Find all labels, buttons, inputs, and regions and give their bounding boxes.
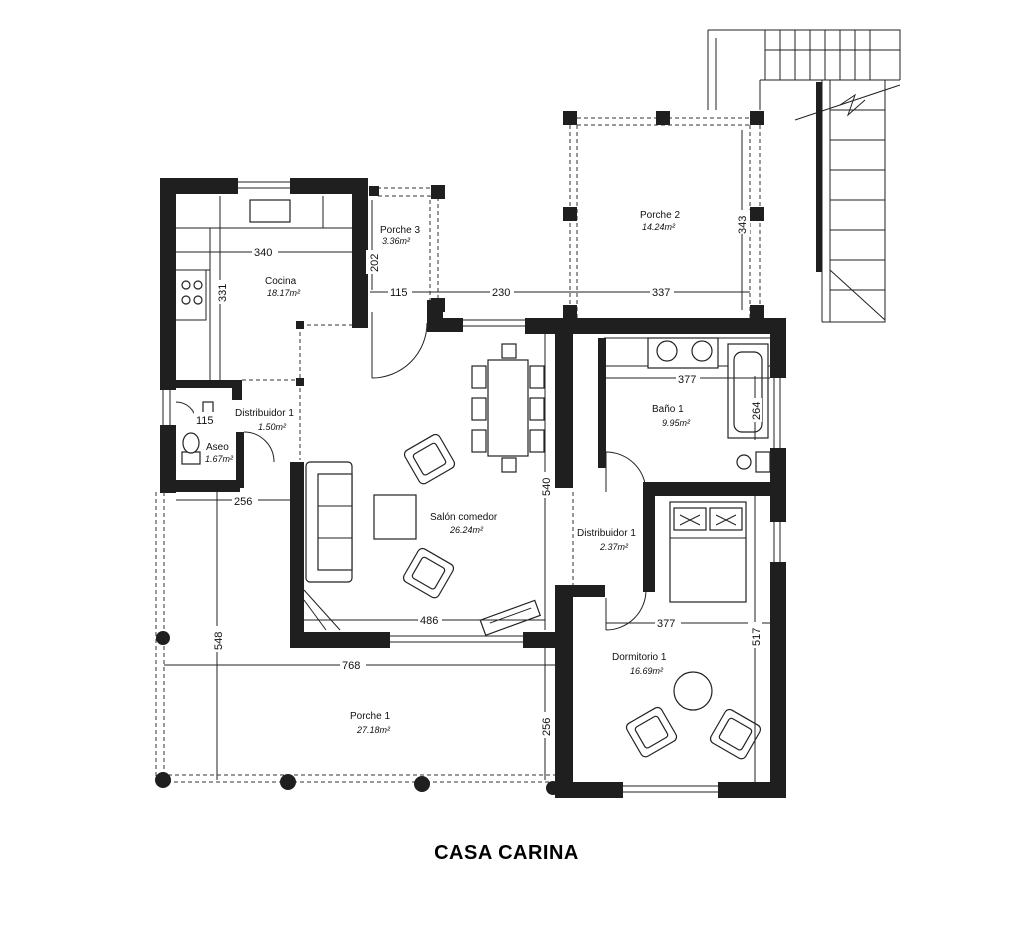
room-area-porche-3: 3.36m² <box>382 236 411 246</box>
room-name-distribuidor-east: Distribuidor 1 <box>577 528 636 539</box>
dim-256-porche: 256 <box>541 718 553 736</box>
room-name-aseo: Aseo <box>206 442 229 453</box>
room-name-porche-1: Porche 1 <box>350 711 390 722</box>
dim-202: 202 <box>369 254 381 272</box>
dim-115-aseo: 115 <box>196 415 214 427</box>
dimension-labels: 340 331 202 115 230 337 343 377 264 115 … <box>194 210 763 738</box>
dim-548: 548 <box>213 632 225 650</box>
dim-230: 230 <box>492 287 510 299</box>
porche-2-outline <box>563 111 764 319</box>
room-name-porche-3: Porche 3 <box>380 225 420 236</box>
room-area-salon: 26.24m² <box>449 525 484 535</box>
dim-115-porch: 115 <box>390 287 408 299</box>
room-name-porche-2: Porche 2 <box>640 210 680 221</box>
dim-517: 517 <box>751 628 763 646</box>
dim-343: 343 <box>737 216 749 234</box>
room-name-salon: Salón comedor <box>430 512 498 523</box>
dim-340: 340 <box>254 247 272 259</box>
room-area-bano: 9.95m² <box>662 418 691 428</box>
room-area-distribuidor-east: 2.37m² <box>599 542 629 552</box>
furniture <box>303 343 762 760</box>
dim-337: 337 <box>652 287 670 299</box>
dim-256-salon: 256 <box>234 496 252 508</box>
room-area-dormitorio: 16.69m² <box>630 666 664 676</box>
dim-768: 768 <box>342 660 360 672</box>
room-name-cocina: Cocina <box>265 276 297 287</box>
staircase <box>707 29 901 323</box>
dim-264: 264 <box>751 402 763 420</box>
room-area-porche-1: 27.18m² <box>356 725 391 735</box>
room-area-porche-2: 14.24m² <box>642 222 676 232</box>
room-area-aseo: 1.67m² <box>205 454 234 464</box>
dim-486: 486 <box>420 615 438 627</box>
dim-540: 540 <box>541 478 553 496</box>
room-name-dormitorio: Dormitorio 1 <box>612 652 667 663</box>
dim-377-bano: 377 <box>678 374 696 386</box>
porche-1-outline <box>155 492 560 795</box>
room-area-cocina: 18.17m² <box>267 288 301 298</box>
room-name-bano: Baño 1 <box>652 404 684 415</box>
interior-lines <box>175 196 771 631</box>
plan-title: CASA CARINA <box>434 842 579 864</box>
room-area-distribuidor-west: 1.50m² <box>258 422 287 432</box>
dim-331: 331 <box>217 284 229 302</box>
walls <box>160 178 786 798</box>
room-name-distribuidor-west: Distribuidor 1 <box>235 408 294 419</box>
dim-377-dormitorio: 377 <box>657 618 675 630</box>
